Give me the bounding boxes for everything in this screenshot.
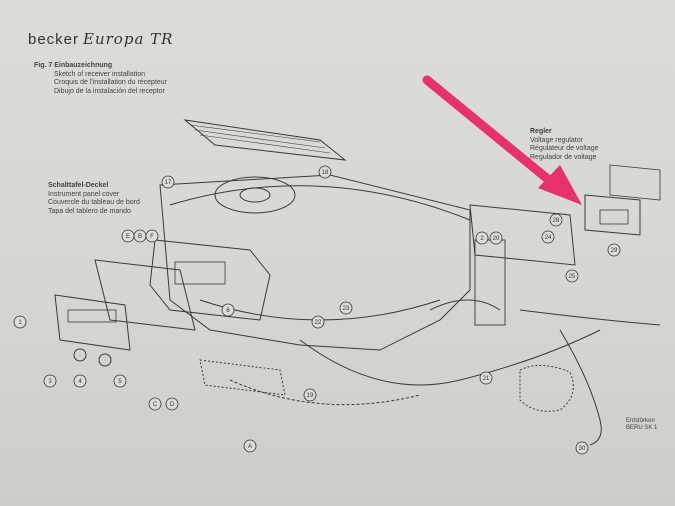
cable-main	[299, 329, 601, 386]
callout-30: 30	[579, 446, 586, 452]
label-regulator: Regler Voltage regulator Régulateur de v…	[530, 128, 599, 162]
figure-subtitle-es: Dibujo de la instalación del receptor	[54, 87, 165, 95]
callout-20: 20	[493, 236, 500, 242]
model-name: Europa TR	[83, 30, 174, 48]
callout-E: E	[126, 234, 130, 240]
coil-box	[474, 239, 506, 326]
callout-17: 17	[165, 180, 172, 186]
knob-right	[98, 353, 112, 367]
front-bezel	[54, 294, 131, 351]
highlight-arrow	[422, 75, 582, 205]
panel-cover-es: Tapa del tablero de mando	[48, 207, 131, 215]
callout-28: 28	[553, 218, 560, 224]
panel-cover-title: Schalttafel-Deckel	[48, 182, 109, 189]
receiver-unit	[149, 239, 271, 321]
callout-F: F	[150, 234, 154, 240]
figure-caption: Fig. 7 Einbauzeichnung Sketch of receive…	[34, 62, 167, 96]
panel-cover-en: Instrument panel cover	[48, 190, 120, 198]
mounting-bracket	[199, 359, 286, 396]
front-panel	[94, 259, 196, 331]
cable-antenna	[519, 309, 661, 326]
callout-6: 6	[226, 308, 230, 314]
brand-name: becker	[28, 31, 80, 48]
regulator-en: Voltage regulator	[530, 136, 583, 144]
dashboard-curve	[169, 185, 471, 221]
label-suppressor: Entstörkon BERU SK 1	[626, 418, 657, 432]
callout-23: 23	[343, 306, 350, 312]
suppressor-line-1: Entstörkon	[626, 418, 655, 424]
regulator-title: Regler	[530, 128, 552, 135]
speaker	[214, 176, 296, 214]
callout-24: 24	[545, 235, 552, 241]
knob-left	[73, 348, 87, 362]
suppressor-line-2: BERU SK 1	[626, 425, 658, 431]
callout-A: A	[248, 444, 252, 450]
callout-3: 3	[48, 379, 52, 385]
figure-title: Fig. 7 Einbauzeichnung	[34, 62, 113, 69]
amplifier-box	[469, 204, 576, 266]
engine-part	[519, 365, 574, 412]
panel-cover-fr: Couvercle du tableau de bord	[48, 199, 140, 206]
figure-subtitle-fr: Croquis de l'installation du récepteur	[54, 79, 168, 86]
callout-2: 2	[480, 236, 484, 242]
callout-18: 18	[322, 170, 329, 176]
callout-5: 5	[118, 379, 122, 385]
callout-D: D	[170, 402, 175, 408]
callout-B: B	[138, 234, 142, 240]
regulator-box	[584, 194, 641, 236]
callout-21: 21	[483, 376, 490, 382]
callout-C: C	[153, 402, 158, 408]
label-panel-cover: Schalttafel-Deckel Instrument panel cove…	[48, 182, 140, 216]
cable-bottom	[229, 379, 421, 406]
cable-right	[559, 329, 602, 446]
callout-22: 22	[315, 320, 322, 326]
callout-19: 19	[307, 393, 314, 399]
callout-29: 29	[611, 248, 618, 254]
callout-25: 25	[569, 274, 576, 280]
figure-subtitle-en: Sketch of receiver installation	[54, 70, 146, 78]
dashboard-outline	[159, 174, 471, 351]
callout-1: 1	[18, 320, 22, 326]
regulator-fr: Régulateur de voltage	[530, 145, 599, 152]
regulator-es: Regulador de voltage	[530, 153, 597, 161]
speaker-grille	[183, 119, 347, 161]
callout-4: 4	[78, 379, 82, 385]
